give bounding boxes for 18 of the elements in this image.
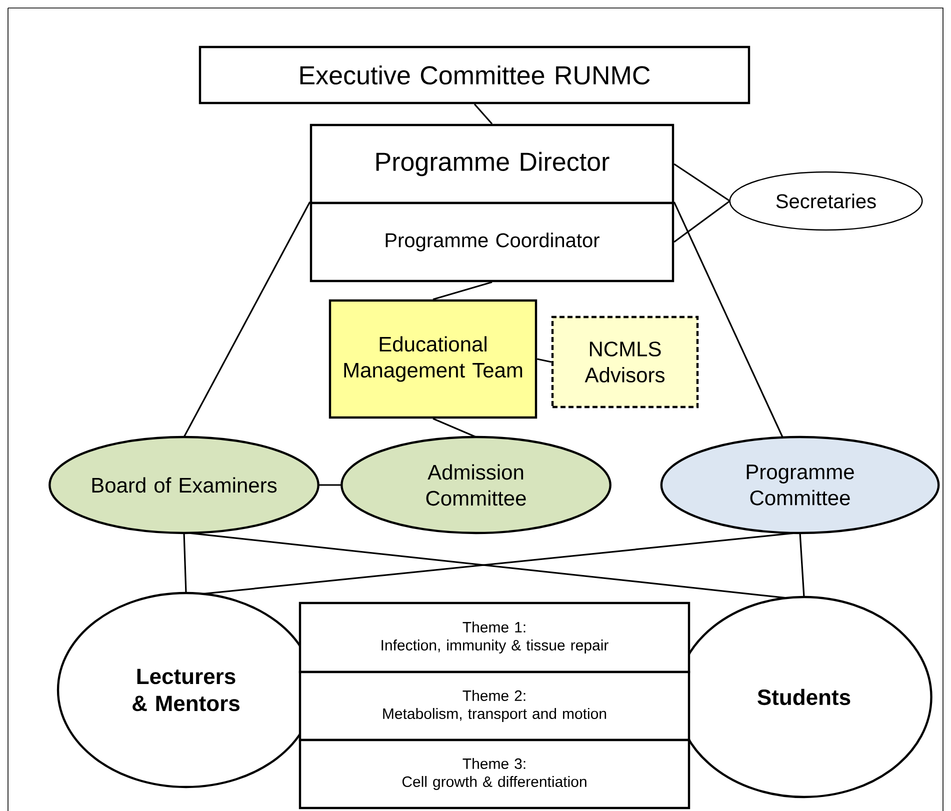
- theme-box: Theme 2: Metabolism, transport and motion: [298, 670, 690, 742]
- connector-line: [674, 163, 730, 202]
- connector-line: [674, 200, 730, 243]
- connector-line: [536, 358, 552, 363]
- connector-line: [673, 202, 784, 438]
- connector-line: [432, 418, 476, 438]
- advisor-box: NCMLS Advisors: [551, 316, 699, 408]
- theme-box: Theme 1: Infection, immunity & tissue repair: [298, 602, 690, 674]
- theme-box: Theme 3: Cell growth & differentiation: [298, 738, 690, 810]
- connector-line: [318, 484, 342, 486]
- connector-line: [183, 532, 187, 594]
- connector-line: [799, 532, 805, 598]
- connector-line: [183, 202, 311, 438]
- connector-line: [474, 104, 493, 124]
- role-box: Programme Director: [310, 124, 674, 204]
- committee-box: Executive Committee RUNMC: [198, 46, 750, 104]
- role-box: Programme Coordinator: [310, 202, 674, 282]
- team-box: Educational Management Team: [328, 299, 538, 419]
